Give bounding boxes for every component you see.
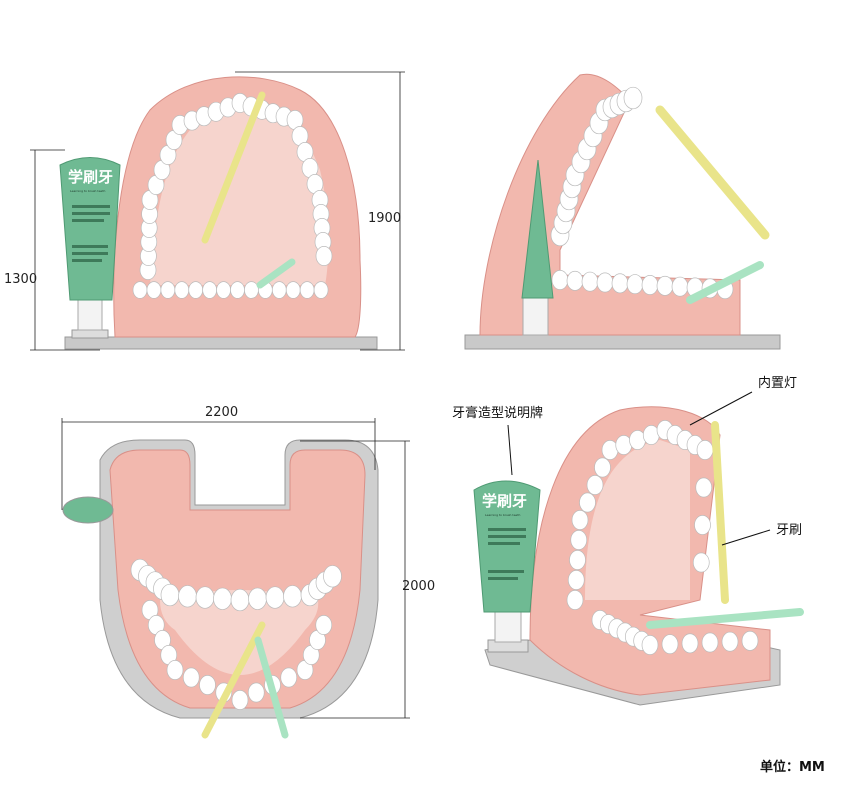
tooth	[216, 281, 231, 299]
toothbrush-yellow	[201, 91, 266, 244]
callout-toothbrush: 牙刷	[776, 523, 802, 538]
toothbrush-green	[686, 261, 764, 304]
tooth	[265, 586, 285, 609]
tooth	[299, 281, 315, 299]
teeth-row	[566, 420, 759, 655]
tube-subtitle: Learning to brush teeth	[485, 513, 520, 517]
tooth	[661, 634, 679, 655]
tooth	[581, 271, 599, 292]
tooth	[566, 270, 584, 291]
toothbrush-yellow	[655, 105, 770, 240]
tube-cap	[494, 611, 522, 643]
tooth	[160, 281, 176, 299]
tooth	[721, 631, 739, 652]
tooth	[641, 635, 659, 655]
tooth	[571, 510, 589, 530]
tooth	[166, 660, 184, 680]
tooth	[741, 630, 759, 651]
tooth	[313, 281, 329, 299]
tooth	[230, 281, 245, 299]
tooth	[586, 475, 604, 495]
tooth	[174, 281, 190, 299]
teeth-row	[132, 93, 333, 299]
toothpaste-tube	[59, 157, 121, 301]
tooth	[566, 590, 584, 610]
callout-light: 内置灯	[758, 375, 797, 391]
tooth	[247, 682, 265, 703]
gum-top	[109, 449, 366, 709]
front-view: 学刷牙 Learning to brush teeth 1300 1900	[4, 71, 405, 351]
tooth	[594, 457, 611, 478]
tooth	[178, 585, 197, 608]
tooth	[681, 633, 699, 654]
tooth	[695, 477, 713, 498]
tooth	[569, 550, 586, 570]
callout-toothpaste-sign: 牙膏造型说明牌	[452, 405, 543, 421]
toothbrush-green	[646, 608, 804, 629]
dim-total-height: 1900	[368, 211, 401, 226]
tooth	[230, 588, 250, 612]
dim-tube-height: 1300	[4, 272, 37, 287]
toothbrush-yellow	[201, 621, 266, 739]
tube-title: 学刷牙	[68, 168, 113, 186]
side-view	[464, 73, 781, 350]
tube-cap	[77, 299, 103, 331]
toothpaste-tube-side	[521, 159, 554, 299]
tooth	[641, 275, 659, 295]
tooth	[195, 586, 215, 609]
tooth	[611, 273, 629, 294]
tooth	[182, 667, 200, 688]
toothbrush-yellow	[711, 421, 729, 604]
tooth	[671, 276, 689, 297]
tongue-area	[160, 590, 319, 675]
tooth	[579, 492, 596, 513]
tooth	[285, 281, 301, 299]
toothpaste-tube-top	[62, 496, 114, 524]
tooth	[244, 281, 259, 299]
perspective-view: 学刷牙 Learning to brush teeth 牙膏造型说明牌 内置灯 …	[452, 375, 804, 706]
unit-label: 单位：MM	[760, 759, 825, 775]
tooth	[202, 281, 217, 299]
tooth	[199, 675, 216, 695]
tooth	[692, 552, 710, 573]
tooth	[315, 246, 333, 266]
top-view: 2200 2000	[61, 405, 435, 739]
tooth	[656, 275, 674, 296]
toothbrush-green	[254, 636, 289, 739]
tooth	[323, 565, 342, 588]
tooth	[188, 281, 204, 299]
tooth	[283, 585, 302, 608]
dim-depth: 2000	[402, 579, 435, 594]
tooth	[596, 272, 614, 293]
base-plate	[64, 336, 378, 350]
tooth	[701, 632, 719, 653]
tooth	[626, 274, 644, 295]
tooth	[696, 440, 714, 460]
tooth	[213, 587, 232, 610]
tooth	[551, 270, 569, 290]
toothbrush-green	[256, 258, 296, 289]
tooth	[248, 587, 267, 610]
mouth-opening	[585, 440, 690, 600]
tube-subtitle: Learning to brush teeth	[70, 189, 105, 193]
tooth	[315, 615, 333, 635]
tooth	[694, 515, 711, 535]
base-plate	[464, 334, 781, 350]
dim-width: 2200	[205, 405, 238, 420]
tooth	[271, 281, 287, 299]
tube-title: 学刷牙	[482, 492, 527, 510]
tooth	[567, 570, 585, 590]
tube-cap	[522, 297, 549, 336]
mouth-opening	[150, 107, 329, 285]
tooth	[132, 281, 148, 299]
tooth	[280, 667, 298, 688]
tooth	[231, 690, 249, 710]
tooth	[623, 86, 643, 110]
tooth	[160, 583, 180, 607]
tooth	[570, 530, 588, 550]
tooth	[146, 281, 162, 299]
